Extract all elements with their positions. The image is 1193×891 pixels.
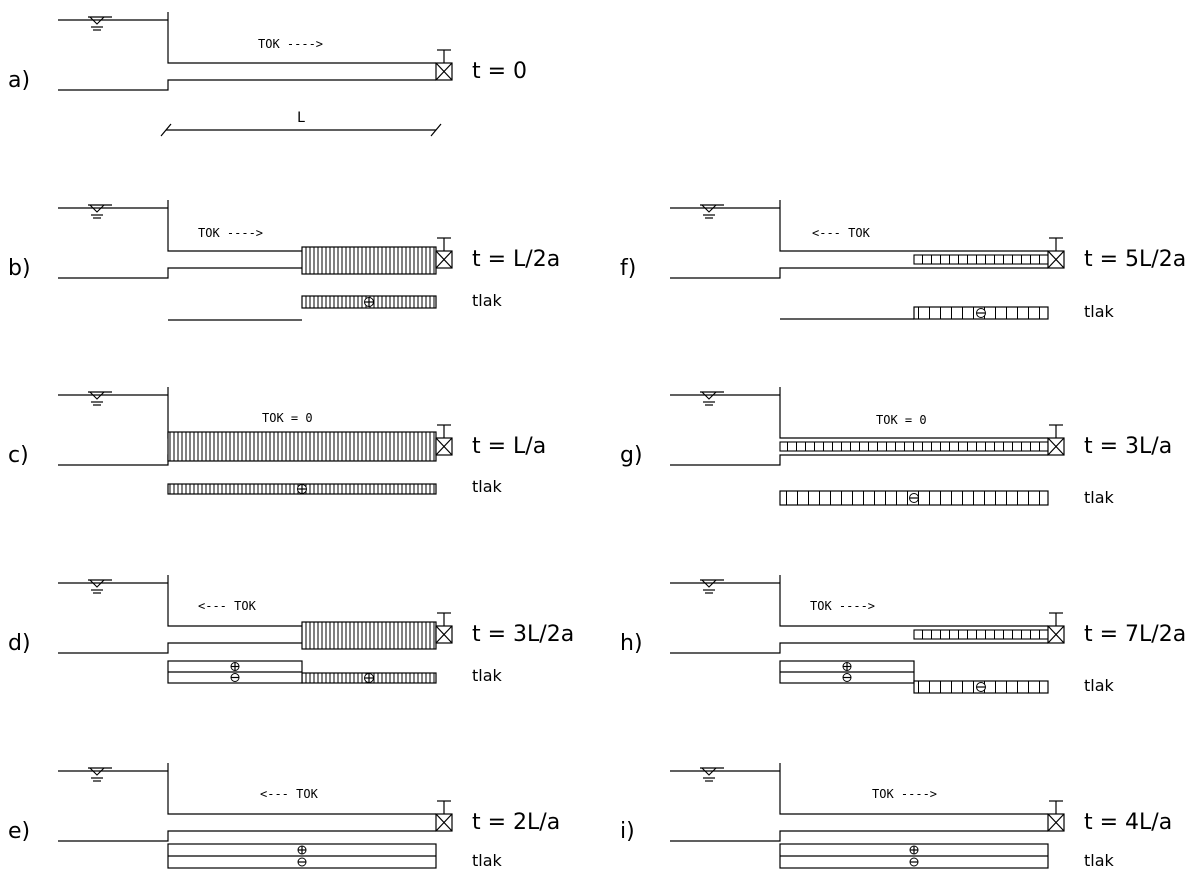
water-level-icon xyxy=(700,767,724,782)
panel-d: <--- TOK d) t = 3L/2a tlak xyxy=(8,575,574,685)
water-level-icon xyxy=(88,16,112,31)
time-label: t = 4L/a xyxy=(1084,810,1172,835)
water-level-icon xyxy=(88,391,112,406)
pressure-label: tlak xyxy=(472,291,503,310)
panel-letter: g) xyxy=(620,443,643,468)
depressurized-wave-zone xyxy=(779,441,1049,452)
flow-label: TOK ----> xyxy=(258,37,323,51)
pressure-diagram xyxy=(779,843,1049,869)
pressure-diagram xyxy=(779,490,1049,506)
water-level-icon xyxy=(700,391,724,406)
panel-letter: h) xyxy=(620,631,643,656)
panel-letter: e) xyxy=(8,819,30,844)
pipe-bottom-line xyxy=(58,830,436,842)
pipe-top-line xyxy=(167,763,436,815)
pressure-diagram xyxy=(167,843,437,869)
panel-a: TOK ----> a) t = 0 L xyxy=(8,12,527,137)
length-dimension: L xyxy=(160,110,442,137)
flow-label: TOK = 0 xyxy=(876,413,927,427)
valve-icon xyxy=(435,49,453,81)
pipe-bottom-line xyxy=(670,642,1048,654)
valve-icon xyxy=(1047,800,1065,832)
pressure-label: tlak xyxy=(472,666,503,685)
panel-letter: i) xyxy=(620,819,635,844)
water-level-icon xyxy=(88,767,112,782)
time-label: t = 3L/a xyxy=(1084,434,1172,459)
pressure-label: tlak xyxy=(472,477,503,496)
flow-label: TOK ----> xyxy=(872,787,937,801)
pipe-bottom-line xyxy=(670,267,1048,279)
pressure-label: tlak xyxy=(1084,676,1115,695)
panel-f: <--- TOK f) t = 5L/2a tlak xyxy=(620,200,1186,321)
flow-label: <--- TOK xyxy=(198,599,257,613)
valve-icon xyxy=(435,800,453,832)
pressure-label: tlak xyxy=(1084,488,1115,507)
panel-h: TOK ----> h) t = 7L/2a tlak xyxy=(620,575,1186,695)
valve-icon xyxy=(435,424,453,456)
water-level-icon xyxy=(700,579,724,594)
pressure-label: tlak xyxy=(1084,302,1115,321)
flow-label: TOK ----> xyxy=(198,226,263,240)
pipe-top-line xyxy=(779,200,1048,252)
pipe-bottom-line xyxy=(670,454,1048,466)
time-label: t = 2L/a xyxy=(472,810,560,835)
pipe-top-line xyxy=(167,12,436,64)
valve-icon xyxy=(435,612,453,644)
panel-e: <--- TOK e) t = 2L/a tlak xyxy=(8,763,560,870)
pressure-wave-zone xyxy=(301,246,437,275)
water-level-icon xyxy=(700,204,724,219)
panel-letter: d) xyxy=(8,631,31,656)
time-label: t = L/a xyxy=(472,434,546,459)
time-label: t = 5L/2a xyxy=(1084,247,1186,272)
time-label: t = 3L/2a xyxy=(472,622,574,647)
length-label: L xyxy=(297,110,305,126)
flow-label: TOK = 0 xyxy=(262,411,313,425)
flow-label: TOK ----> xyxy=(810,599,875,613)
time-label: t = 7L/2a xyxy=(1084,622,1186,647)
panel-c: TOK = 0 c) t = L/a tlak xyxy=(8,387,546,496)
pipe-top-line xyxy=(779,575,1048,627)
water-level-icon xyxy=(88,579,112,594)
valve-icon xyxy=(1047,237,1065,269)
valve-icon xyxy=(1047,424,1065,456)
pressure-wave-zone xyxy=(167,431,437,462)
panel-i: TOK ----> i) t = 4L/a tlak xyxy=(620,763,1172,870)
flow-label: <--- TOK xyxy=(812,226,871,240)
panel-letter: b) xyxy=(8,256,31,281)
panel-letter: f) xyxy=(620,256,636,281)
pressure-label: tlak xyxy=(1084,851,1115,870)
valve-icon xyxy=(1047,612,1065,644)
pressure-diagram xyxy=(168,295,437,321)
pressure-label: tlak xyxy=(472,851,503,870)
depressurized-wave-zone xyxy=(913,254,1049,265)
panel-b: TOK ----> b) t = L/2a tlak xyxy=(8,200,560,321)
pressure-diagram xyxy=(779,660,1049,694)
depressurized-wave-zone xyxy=(913,629,1049,640)
pipe-top-line xyxy=(779,763,1048,815)
time-label: t = L/2a xyxy=(472,247,560,272)
pipe-bottom-line xyxy=(58,79,436,91)
flow-label: <--- TOK xyxy=(260,787,319,801)
pressure-diagram xyxy=(167,483,437,495)
valve-icon xyxy=(435,237,453,269)
pressure-diagram xyxy=(167,660,437,684)
pressure-diagram xyxy=(780,306,1049,320)
panel-letter: c) xyxy=(8,443,29,468)
pipe-bottom-line xyxy=(670,830,1048,842)
panel-letter: a) xyxy=(8,68,30,93)
time-label: t = 0 xyxy=(472,59,527,84)
pipe-top-line xyxy=(779,387,1048,439)
water-level-icon xyxy=(88,204,112,219)
panel-g: TOK = 0 g) t = 3L/a tlak xyxy=(620,387,1172,507)
pressure-wave-zone xyxy=(301,621,437,650)
